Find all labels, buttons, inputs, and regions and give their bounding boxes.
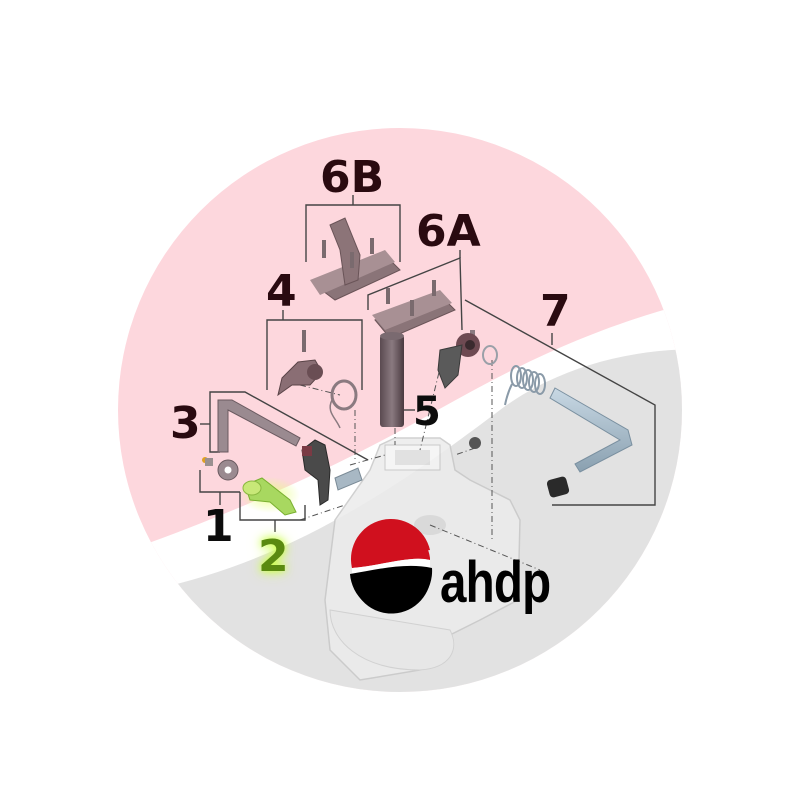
part-3-rod xyxy=(217,399,301,453)
part-6a-pawl xyxy=(437,330,498,389)
part-4-lever xyxy=(277,330,358,429)
label-1: 1 xyxy=(203,501,234,552)
ahdp-logo-text: ahdp xyxy=(440,550,551,615)
part-2-highlighted-pin xyxy=(240,477,300,516)
label-6b: 6B xyxy=(320,152,385,203)
part-6b-bracket xyxy=(310,217,401,301)
label-5: 5 xyxy=(413,389,441,435)
label-3: 3 xyxy=(170,398,201,449)
part-5-pin xyxy=(380,332,404,427)
part-6a-plate xyxy=(372,280,456,339)
small-nut xyxy=(469,437,481,449)
label-4: 4 xyxy=(266,266,297,317)
label-7: 7 xyxy=(540,286,571,337)
label-brackets xyxy=(199,195,656,532)
part-3-trigger xyxy=(301,439,363,506)
label-2-highlighted: 2 xyxy=(258,531,289,582)
ahdp-logo-mark xyxy=(350,518,433,614)
part-7-handle xyxy=(504,365,633,498)
label-6a: 6A xyxy=(416,206,481,257)
part-1-washer xyxy=(202,457,239,481)
